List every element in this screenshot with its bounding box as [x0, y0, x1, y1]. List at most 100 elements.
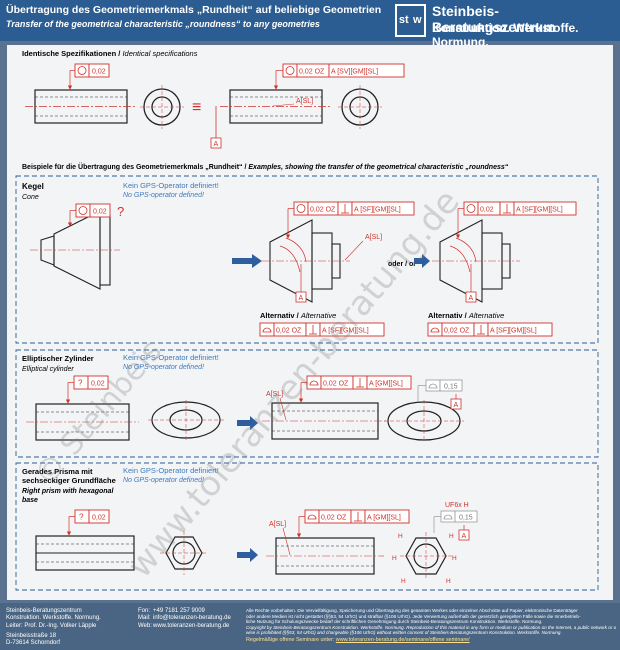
seminar-link[interactable]: www.toleranzen-beratung.de/seminare/offe… — [335, 636, 470, 643]
ellipse-tolerance-frame: ? 0,02 — [65, 375, 109, 404]
footer-address: Steinbeis-Beratungszentrum Konstruktion.… — [6, 608, 101, 647]
tolerance-value-right: 0,02 OZ — [299, 69, 325, 76]
logo-text-bottom: w — [412, 14, 422, 26]
roundness-icon — [77, 66, 87, 75]
ellipse-example-box — [15, 349, 599, 458]
svg-text:Alternativ / Alternative: Alternativ / Alternative — [260, 311, 336, 320]
roundness-icon — [466, 204, 476, 213]
svg-text:H: H — [446, 578, 451, 585]
svg-text:A [GM][SL]: A [GM][SL] — [369, 381, 403, 388]
prism-gps-note: Kein GPS-Operator definiert! — [123, 466, 219, 475]
hexagon-end-view-left — [160, 531, 208, 575]
tolerance-frame-right: 0,02 OZ A [SV][GM][SL] — [273, 63, 405, 90]
steinbeis-logo: st w — [395, 4, 426, 37]
transform-arrow-icon — [237, 548, 258, 562]
prism-axis-label: A[SL] — [269, 521, 286, 528]
section1-title: Identische Spezifikationen / Identical s… — [22, 49, 198, 58]
ellipse-cylinder-side-right — [262, 402, 388, 440]
prism-subtitle-2: base — [22, 497, 38, 504]
question-mark: ? — [78, 379, 83, 388]
prism-tolerance-frame: ? 0,02 — [66, 509, 110, 536]
ellipse-gps-note: Kein GPS-Operator definiert! — [123, 353, 219, 362]
footer-mail-link[interactable]: info@toleranzen-beratung.de — [153, 615, 231, 622]
cone-title: Kegel — [22, 182, 44, 191]
equivalence-symbol: ≡ — [192, 99, 201, 116]
brand-name: Steinbeis-Beratungszentrum — [432, 3, 556, 35]
prism-title: Gerades Prisma mit — [22, 467, 93, 476]
prism-gps-note-en: No GPS-operator defined! — [123, 477, 204, 484]
transform-arrow-icon — [232, 254, 262, 268]
alternative-frame-right: Alternativ / Alternative 0,02 OZ A [SF][… — [427, 311, 553, 337]
profile-icon — [309, 380, 319, 386]
svg-text:0,02 OZ: 0,02 OZ — [323, 381, 349, 388]
axis-label: A[SL] — [296, 98, 313, 105]
profile-icon — [443, 514, 453, 520]
prism-profile-frame: 0,15 — [433, 510, 478, 533]
profile-icon — [430, 327, 440, 333]
svg-text:0,02 OZ: 0,02 OZ — [444, 328, 470, 335]
svg-text:A [SF][GM][SL]: A [SF][GM][SL] — [490, 328, 537, 335]
ellipse-tolerance-frame-2: 0,02 OZ A [GM][SL] — [298, 375, 412, 403]
cylinder-end-view-right — [338, 85, 382, 129]
roundness-icon — [285, 66, 295, 75]
footer-contact-labels: Fon: Mail: Web: — [138, 608, 152, 629]
section2-title: Beispiele für die Übertragung des Geomet… — [22, 162, 509, 171]
roundness-icon — [296, 204, 306, 213]
svg-text:0,15: 0,15 — [444, 384, 458, 391]
cone-drawing-right — [432, 219, 520, 303]
transform-arrow-icon — [237, 416, 258, 430]
cone-drawing-middle — [262, 219, 350, 303]
svg-text:0,02: 0,02 — [480, 207, 494, 214]
prism-example-box — [15, 462, 599, 591]
cone-gps-note: Kein GPS-Operator definiert! — [123, 181, 219, 190]
question-mark: ? — [79, 513, 84, 522]
prism-title-2: sechseckiger Grundfläche — [22, 476, 116, 485]
svg-text:0,02 OZ: 0,02 OZ — [276, 328, 302, 335]
svg-text:H: H — [449, 533, 454, 540]
svg-text:0,02: 0,02 — [92, 515, 106, 522]
profile-icon — [428, 383, 438, 389]
ellipse-axis-label: A[SL] — [266, 391, 283, 398]
svg-text:0,02 OZ: 0,02 OZ — [310, 207, 336, 214]
ellipse-title: Elliptischer Zylinder — [22, 354, 94, 363]
svg-text:Alternativ / Alternative: Alternativ / Alternative — [428, 311, 504, 320]
svg-text:A [GM][SL]: A [GM][SL] — [367, 515, 401, 522]
svg-text:A: A — [299, 295, 304, 302]
svg-text:H: H — [452, 555, 457, 562]
or-label: oder / or — [388, 261, 416, 268]
profile-icon — [262, 327, 272, 333]
svg-text:H: H — [398, 533, 403, 540]
prism-subtitle: Right prism with hexagonal — [22, 488, 114, 495]
svg-text:A: A — [214, 141, 219, 148]
cylinder-side-view-right — [220, 89, 332, 124]
datum-feature-a: A — [210, 106, 222, 149]
ellipse-datum-a: A — [450, 394, 462, 410]
cone-datum-a-right: A — [465, 264, 477, 303]
logo-text-top: st — [398, 14, 409, 26]
svg-text:0,02 OZ: 0,02 OZ — [321, 515, 347, 522]
svg-text:0,02: 0,02 — [91, 381, 105, 388]
prism-datum-a: A — [458, 525, 470, 541]
drawing-canvas: Identische Spezifikationen / Identical s… — [15, 49, 599, 591]
svg-text:H: H — [401, 578, 406, 585]
ellipse-end-view-right — [384, 400, 464, 442]
prism-side-view-left — [35, 535, 135, 571]
hexagon-face-labels: H H H H H H — [392, 533, 457, 585]
hexagon-end-view-right — [400, 532, 452, 580]
cone-tolerance-frame: 0,02 — [67, 203, 111, 227]
ellipse-cylinder-side-left — [26, 403, 139, 441]
roundness-icon — [78, 206, 88, 215]
tolerance-value-left: 0,02 — [92, 69, 106, 76]
cone-gps-note-en: No GPS-operator defined! — [123, 192, 204, 199]
cylinder-side-view-left — [25, 89, 137, 124]
cone-tolerance-frame-b: 0,02 A [SF][GM][SL] — [455, 201, 577, 239]
svg-text:A: A — [454, 402, 459, 409]
svg-text:H: H — [392, 555, 397, 562]
transform-arrow-icon — [414, 254, 430, 268]
svg-text:A [SF][GM][SL]: A [SF][GM][SL] — [354, 207, 401, 214]
prism-tolerance-frame-2: 0,02 OZ A [GM][SL] — [296, 509, 410, 538]
united-feature-label: UF6x H — [445, 502, 469, 509]
ellipse-subtitle: Elliptical cylinder — [22, 366, 74, 373]
footer-web-link[interactable]: www.toleranzen-beratung.de — [153, 622, 230, 629]
page-title: Übertragung des Geometriemerkmals „Rundh… — [6, 4, 382, 16]
